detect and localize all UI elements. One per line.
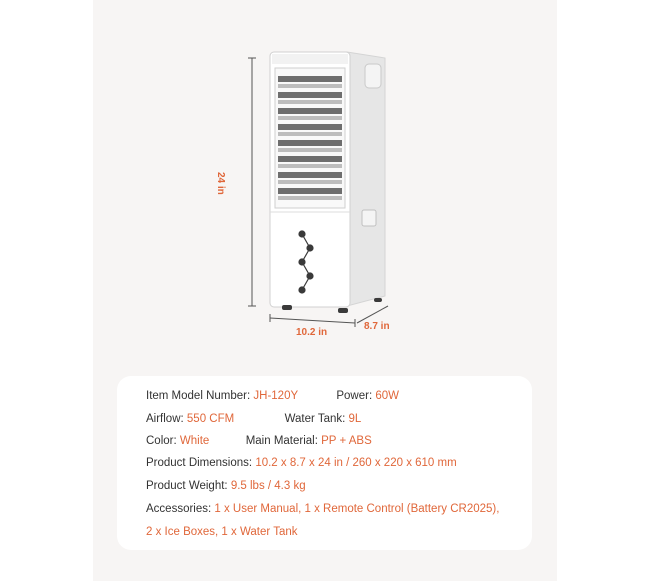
accessories-label: Accessories:: [146, 503, 212, 515]
tank-value: 9L: [348, 413, 362, 425]
tank-label: Water Tank:: [284, 413, 346, 425]
weight-value: 9.5 lbs / 4.3 kg: [230, 480, 306, 492]
spec-row-accessories-cont: 2 x Ice Boxes, 1 x Water Tank: [146, 526, 297, 538]
accessories-value-2: 2 x Ice Boxes, 1 x Water Tank: [146, 526, 298, 538]
spec-card: Item Model Number: JH-120Y Power: 60W Ai…: [117, 376, 532, 550]
spec-row-airflow-tank: Airflow: 550 CFM Water Tank: 9L: [146, 413, 361, 425]
height-dimension-line: [248, 57, 256, 307]
color-value: White: [179, 435, 210, 447]
width-dimension-line: [269, 314, 356, 327]
model-label: Item Model Number:: [146, 390, 251, 402]
material-value: PP + ABS: [321, 435, 372, 447]
tank-latch: [361, 209, 377, 227]
louver-panel: [274, 67, 346, 209]
power-label: Power:: [336, 390, 373, 402]
spec-row-accessories: Accessories: 1 x User Manual, 1 x Remote…: [146, 503, 499, 515]
material-label: Main Material:: [245, 435, 318, 447]
dimensions-label: Product Dimensions:: [146, 457, 253, 469]
spec-row-weight: Product Weight: 9.5 lbs / 4.3 kg: [146, 480, 306, 492]
width-label: 10.2 in: [296, 327, 328, 338]
model-value: JH-120Y: [253, 390, 298, 402]
spec-row-color-material: Color: White Main Material: PP + ABS: [146, 435, 372, 447]
depth-label: 8.7 in: [364, 321, 390, 332]
spec-row-dimensions: Product Dimensions: 10.2 x 8.7 x 24 in /…: [146, 457, 457, 469]
wheels: [282, 298, 382, 313]
handle: [364, 63, 382, 89]
spec-row-model-power: Item Model Number: JH-120Y Power: 60W: [146, 390, 399, 402]
dimensions-value: 10.2 x 8.7 x 24 in / 260 x 220 x 610 mm: [255, 457, 457, 469]
color-label: Color:: [146, 435, 177, 447]
airflow-label: Airflow:: [146, 413, 184, 425]
power-value: 60W: [375, 390, 399, 402]
weight-label: Product Weight:: [146, 480, 228, 492]
airflow-value: 550 CFM: [186, 413, 235, 425]
control-decor: [298, 230, 314, 294]
air-cooler-illustration: [248, 51, 389, 327]
height-label: 24 in: [215, 172, 226, 195]
louvers: [278, 76, 342, 194]
accessories-value-1: 1 x User Manual, 1 x Remote Control (Bat…: [214, 503, 500, 515]
depth-dimension-line: [356, 305, 389, 324]
